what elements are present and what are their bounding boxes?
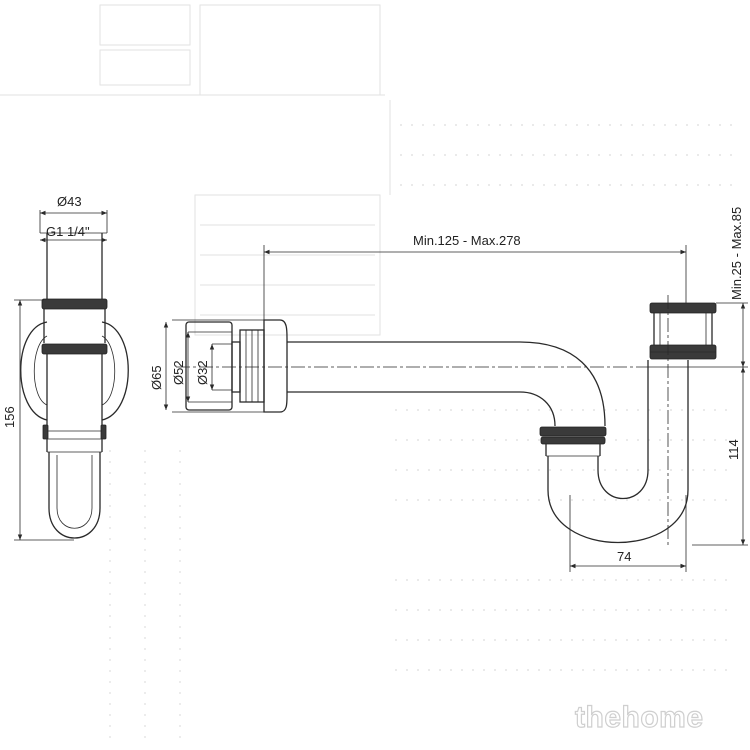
trap-height-label: 114	[726, 439, 741, 460]
height-range-label: Min.25 - Max.85	[729, 207, 744, 300]
side-diameter-label: Ø43	[57, 194, 82, 209]
outlet-outer-diameter-label: Ø65	[149, 365, 164, 390]
front-view	[163, 245, 748, 572]
watermark-logo: thehome	[575, 701, 704, 734]
outlet-inner-diameter-label: Ø32	[195, 360, 210, 385]
background-artifacts	[0, 4, 735, 740]
outlet-mid-diameter-label: Ø52	[171, 360, 186, 385]
length-range-label: Min.125 - Max.278	[413, 233, 521, 248]
side-view	[14, 210, 129, 541]
side-height-label: 156	[2, 406, 17, 428]
trap-width-label: 74	[617, 549, 631, 564]
side-thread-label: G1 1/4"	[46, 224, 90, 239]
